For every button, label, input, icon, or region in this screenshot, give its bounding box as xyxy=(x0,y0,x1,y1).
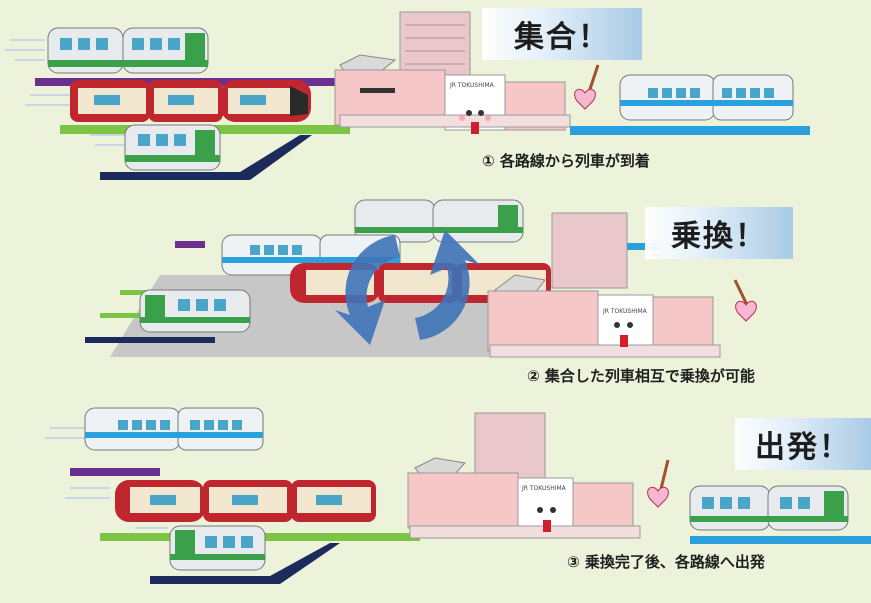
step-3-caption: ③ 乗換完了後、各路線へ出発 xyxy=(567,553,765,571)
step-2-illustration xyxy=(85,199,757,358)
express-train xyxy=(115,480,376,522)
local-train-bottom xyxy=(139,289,251,333)
heart-icon xyxy=(647,486,669,508)
station-name-label: JR TOKUSHIMA xyxy=(450,82,494,89)
blue-train xyxy=(619,74,794,121)
step-3-panel: JR TOKUSHIMA 出発！ ③ 乗換完了後、各路線へ出発 xyxy=(0,398,871,598)
step-3-badge: 出発！ xyxy=(735,418,871,470)
step-3-illustration xyxy=(45,407,871,584)
station-building xyxy=(407,412,641,539)
heart-icon xyxy=(574,88,596,110)
step-2-badge: 乗換！ xyxy=(645,207,793,259)
step-1-badge: 集合！ xyxy=(482,8,642,60)
station-name-label: JR TOKUSHIMA xyxy=(522,485,566,492)
blue-train xyxy=(84,407,264,451)
local-train-right xyxy=(689,485,849,531)
step-1-caption: ① 各路線から列車が到着 xyxy=(482,152,650,170)
station-name-label: JR TOKUSHIMA xyxy=(603,308,647,315)
local-train-top xyxy=(354,199,524,243)
station-building xyxy=(334,11,571,134)
step-2-panel: JR TOKUSHIMA 乗換！ ② 集合した列車相互で乗換が可能 xyxy=(0,195,871,395)
navy-line-track xyxy=(100,135,312,180)
blue-line-track xyxy=(570,126,810,135)
express-train xyxy=(70,80,311,122)
local-train-bottom xyxy=(169,525,266,571)
station-building xyxy=(487,212,721,358)
transfer-arrows-icon xyxy=(335,230,480,345)
step-2-caption: ② 集合した列車相互で乗換が可能 xyxy=(527,367,755,385)
local-train-top xyxy=(47,27,209,74)
step-1-panel: JR TOKUSHIMA 集合！ ① 各路線から列車が到着 xyxy=(0,0,871,200)
local-train-bottom xyxy=(124,124,221,171)
heart-icon xyxy=(735,300,757,322)
step-1-illustration xyxy=(5,11,810,180)
